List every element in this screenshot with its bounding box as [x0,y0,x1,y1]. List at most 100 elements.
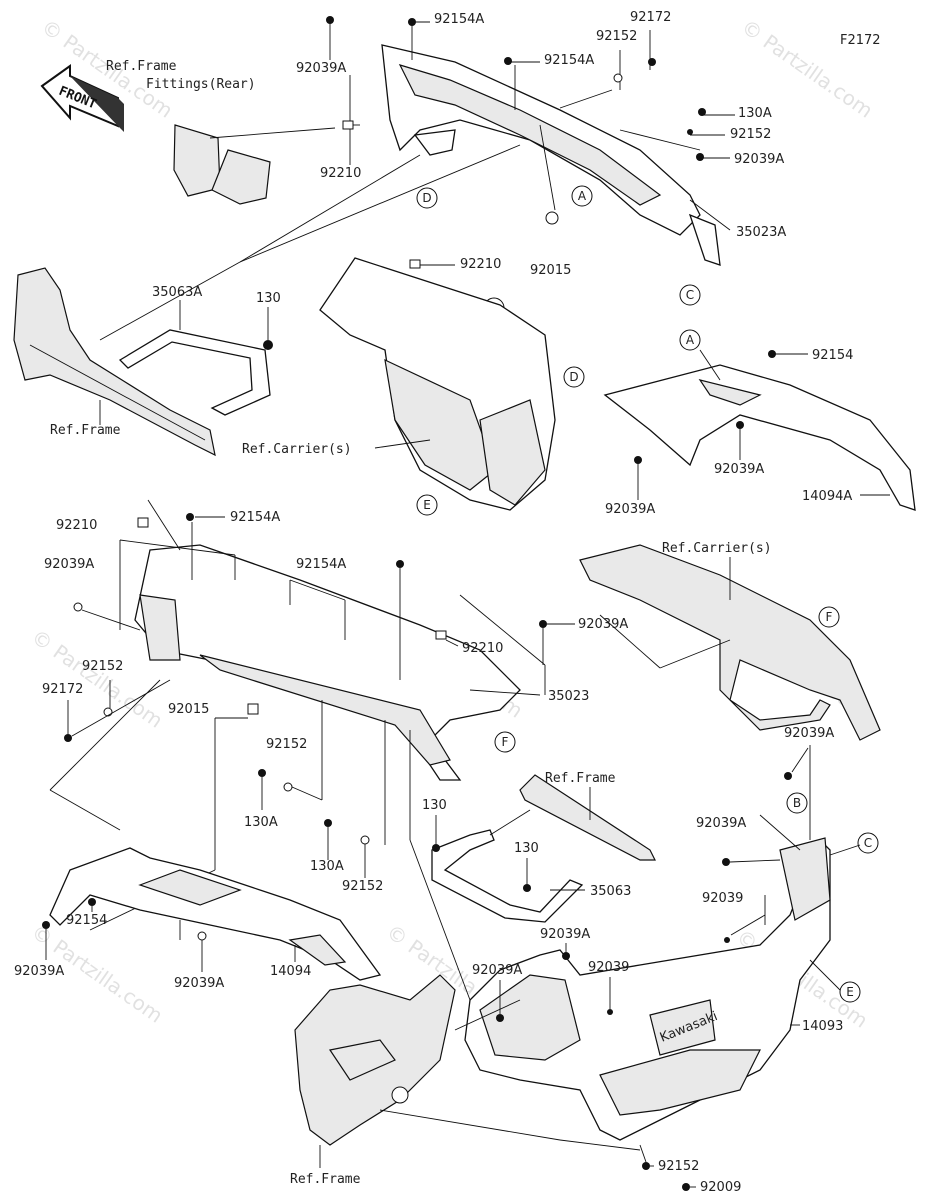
label-92009[interactable]: 92009 [700,1180,741,1195]
callout-e-1-label: E [423,498,431,512]
ref-frame-fittings-label-1: Ref.Frame [106,59,177,74]
label-92039a-4[interactable]: 92039A [605,502,655,517]
label-14094a[interactable]: 14094A [802,489,852,504]
callout-d-2-label: D [569,370,578,384]
ref-frame-label-1: Ref.Frame [50,423,121,438]
label-130-2[interactable]: 130 [422,798,447,813]
watermark-3: © Partzilla.com [27,624,167,732]
callout-d-2 [563,366,585,388]
label-35063a[interactable]: 35063A [152,285,202,300]
label-92152-2[interactable]: 92152 [730,127,771,142]
label-92154a-4[interactable]: 92154A [296,557,346,572]
front-arrow-icon: FRONT [40,64,124,132]
label-92039a-9[interactable]: 92039A [14,964,64,979]
label-92152-5[interactable]: 92152 [342,879,383,894]
callout-a-1 [571,185,593,207]
leaders-middle [49,499,575,1001]
fender-35023a[interactable] [381,44,721,266]
label-92210-4[interactable]: 92210 [462,641,503,656]
ref-frame-label-2: Ref.Frame [545,771,616,786]
label-14093[interactable]: 14093 [802,1019,843,1034]
panel-14094[interactable] [49,847,382,981]
diagram-code: F2172 [840,33,881,48]
callout-a-1-label: A [578,189,587,203]
label-92039a-3[interactable]: 92039A [714,462,764,477]
ref-frame-fittings-rear [173,124,336,205]
label-14094[interactable]: 14094 [270,964,311,979]
label-130a-1[interactable]: 130A [738,106,772,121]
callout-e-2-label: E [846,985,854,999]
label-92152-1[interactable]: 92152 [596,29,637,44]
label-92152-4[interactable]: 92152 [266,737,307,752]
label-92015-1[interactable]: 92015 [530,263,571,278]
panel-14094a[interactable] [603,364,916,511]
callout-e-2 [839,981,861,1003]
label-92172-2[interactable]: 92172 [42,682,83,697]
callout-c-1-label: C [686,288,694,302]
label-92039a-7[interactable]: 92039A [784,726,834,741]
callout-f-1 [494,731,516,753]
label-92154-1[interactable]: 92154 [812,348,853,363]
leaders-bottom [379,943,696,1191]
frame-left [13,267,216,457]
label-92039a-6[interactable]: 92039A [578,617,628,632]
callout-a-2-label: A [686,333,695,347]
bumper-14093[interactable] [464,837,831,1141]
label-92210-1[interactable]: 92210 [320,166,361,181]
fasteners-top [326,16,706,269]
label-35023[interactable]: 35023 [548,689,589,704]
callout-e-1 [416,494,438,516]
leaders-bottom-left [42,898,296,972]
callout-d-1-label: D [422,191,431,205]
label-130-3[interactable]: 130 [514,841,539,856]
fender-35023[interactable] [134,544,521,781]
callout-d-1 [416,187,438,209]
ref-carriers-label-2: Ref.Carrier(s) [662,541,772,556]
label-92152-6[interactable]: 92152 [658,1159,699,1174]
label-92210-3[interactable]: 92210 [56,518,97,533]
callout-f-1-label: F [502,735,509,749]
label-92039a-10[interactable]: 92039A [174,976,224,991]
label-130-1[interactable]: 130 [256,291,281,306]
label-35063[interactable]: 35063 [590,884,631,899]
callout-f-2 [818,606,840,628]
callout-c-2-label: C [864,836,872,850]
label-92039a-12[interactable]: 92039A [540,927,590,942]
label-92154-2[interactable]: 92154 [66,913,107,928]
label-92039-1[interactable]: 92039 [702,891,743,906]
callout-c-1 [679,284,701,306]
label-92039-2[interactable]: 92039 [588,960,629,975]
inner-panel-carrier[interactable] [319,257,556,511]
label-92152-3[interactable]: 92152 [82,659,123,674]
ref-frame-fittings-label-2: Fittings(Rear) [146,77,256,92]
label-92039a-8[interactable]: 92039A [696,816,746,831]
label-130a-2[interactable]: 130A [244,815,278,830]
carrier-right [579,544,881,741]
label-92154a-3[interactable]: 92154A [230,510,280,525]
label-92039a-2[interactable]: 92039A [734,152,784,167]
label-92154a-2[interactable]: 92154A [544,53,594,68]
label-35023a[interactable]: 35023A [736,225,786,240]
label-92154a-1[interactable]: 92154A [434,12,484,27]
label-92039a-11[interactable]: 92039A [472,963,522,978]
label-92015-2[interactable]: 92015 [168,702,209,717]
label-92039a-1[interactable]: 92039A [296,61,346,76]
leaders-bumper [722,745,861,1026]
callout-f-2-label: F [826,610,833,624]
callout-a-2 [679,329,701,351]
frame-bottom-center [519,774,656,861]
callout-c-2 [857,832,879,854]
callout-b-2-label: B [793,796,801,810]
ref-carriers-label-1: Ref.Carrier(s) [242,442,352,457]
label-92039a-5[interactable]: 92039A [44,557,94,572]
leaders-right-top [634,349,890,500]
callout-b-2 [786,792,808,814]
label-92210-2[interactable]: 92210 [460,257,501,272]
bracket-35063a[interactable] [118,329,271,416]
label-92172-1[interactable]: 92172 [630,10,671,25]
bracket-35063[interactable] [431,829,584,923]
ref-frame-label-3: Ref.Frame [290,1172,361,1187]
label-130a-3[interactable]: 130A [310,859,344,874]
